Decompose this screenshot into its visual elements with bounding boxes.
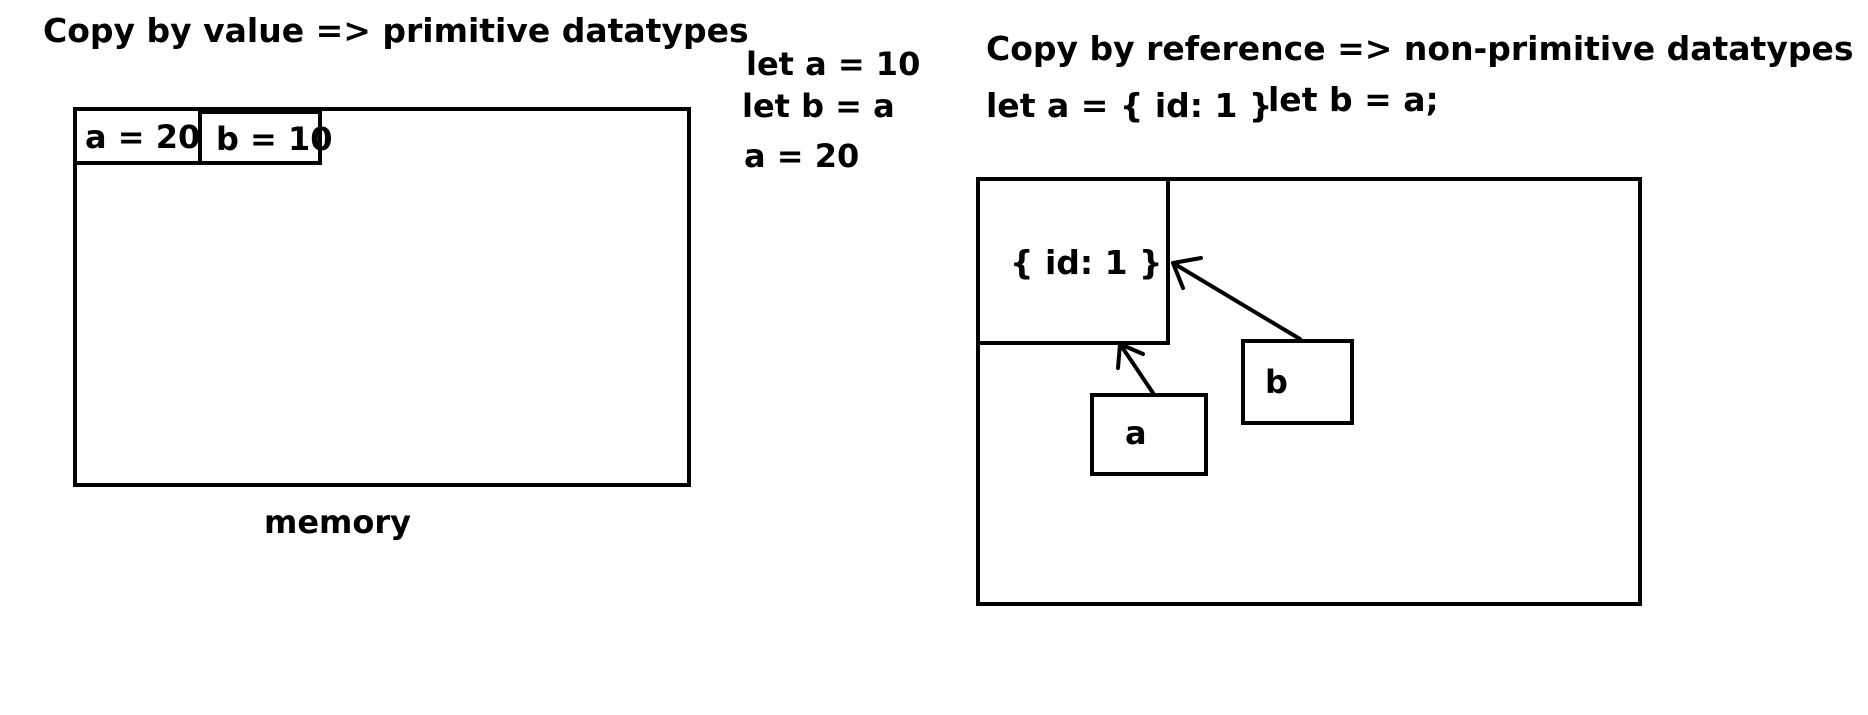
memory-label: memory (264, 503, 412, 541)
reference-section-title: Copy by reference => non-primitive datat… (986, 29, 1854, 68)
reference-code-a: let a = { id: 1 } (986, 86, 1273, 125)
heap-object-box: { id: 1 } (976, 177, 1170, 345)
value-cell-b: b = 10 (198, 110, 333, 165)
reference-b-box: b (1241, 339, 1354, 425)
value-section-title: Copy by value => primitive datatypes (43, 11, 749, 50)
value-memory-box (73, 107, 691, 487)
heap-object-label: { id: 1 } (1010, 243, 1163, 282)
reference-a-label: a (1125, 414, 1147, 452)
reference-code-b: let b = a; (1268, 80, 1439, 119)
value-code-line-3: a = 20 (744, 137, 860, 175)
reference-memory-box (976, 177, 1642, 606)
reference-b-label: b (1265, 363, 1288, 401)
value-code-line-1: let a = 10 (746, 45, 921, 83)
reference-a-box: a (1090, 393, 1208, 476)
value-cell-b-label: b = 10 (216, 120, 333, 158)
value-code-line-2: let b = a (742, 87, 895, 125)
value-cell-a: a = 20 (73, 107, 202, 165)
value-cell-a-label: a = 20 (85, 118, 201, 156)
